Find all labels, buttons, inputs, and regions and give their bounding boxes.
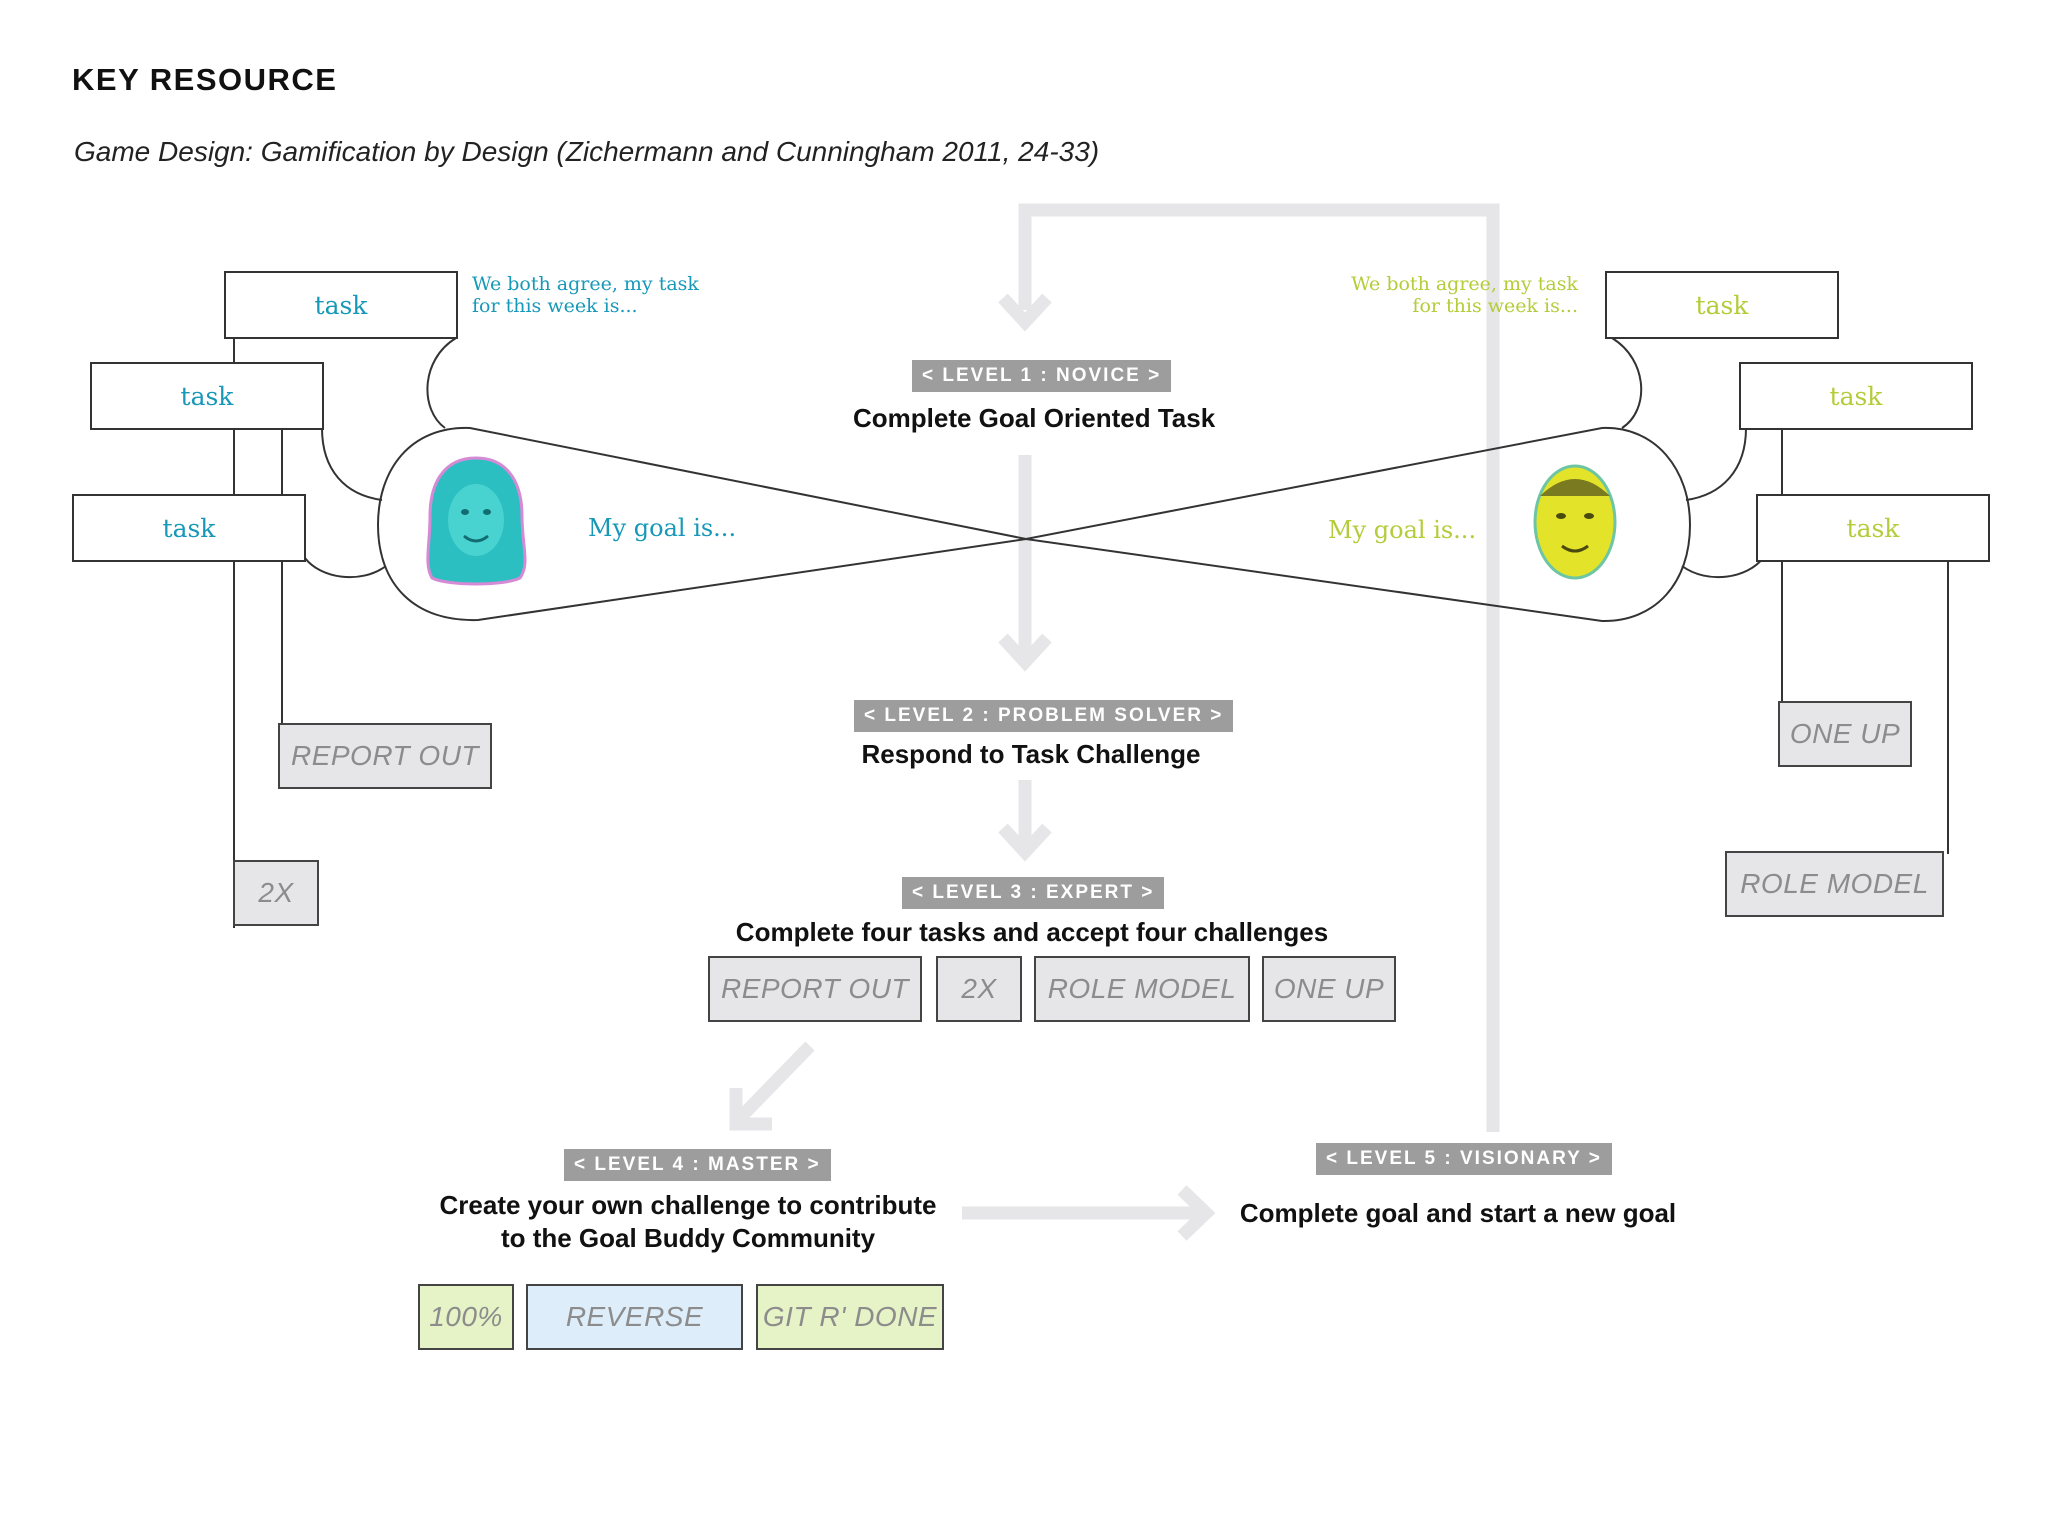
- level-5-description: Complete goal and start a new goal: [1239, 1198, 1677, 1228]
- goal-buddy-loop: [376, 426, 1692, 623]
- level-3-badge-one-up: ONE UP: [1262, 956, 1396, 1022]
- level-1-tag: < LEVEL 1 : NOVICE >: [912, 360, 1172, 392]
- level-4-badge-reverse: REVERSE: [526, 1284, 743, 1350]
- left-goal-label: My goal is...: [588, 514, 737, 542]
- right-agreement-note: We both agree, my task for this week is.…: [1300, 273, 1578, 317]
- left-agreement-line-2: for this week is...: [472, 295, 638, 317]
- right-agreement-line-1: We both agree, my task: [1351, 273, 1578, 295]
- level-3-badge-2x: 2X: [936, 956, 1022, 1022]
- level-5-tag: < LEVEL 5 : VISIONARY >: [1316, 1143, 1612, 1175]
- left-badge-report-out: REPORT OUT: [278, 723, 492, 789]
- left-task-box-1: task: [224, 271, 458, 339]
- level-3-badge-role-model: ROLE MODEL: [1034, 956, 1250, 1022]
- level-2-tag: < LEVEL 2 : PROBLEM SOLVER >: [854, 700, 1234, 732]
- page-subtitle: Game Design: Gamification by Design (Zic…: [74, 136, 1100, 167]
- loop-arrow-head: [998, 293, 1052, 332]
- right-goal-label: My goal is...: [1328, 516, 1477, 544]
- right-task-connectors: [1611, 337, 1949, 854]
- level-3-badge-report-out: REPORT OUT: [708, 956, 922, 1022]
- right-player-avatar-icon: [1533, 464, 1617, 580]
- left-task-box-2: task: [90, 362, 324, 430]
- level-4-badge-git-r-done: GIT R' DONE: [756, 1284, 944, 1350]
- left-badge-2x: 2X: [233, 860, 319, 926]
- right-agreement-line-2: for this week is...: [1412, 295, 1578, 317]
- level-4-tag: < LEVEL 4 : MASTER >: [564, 1149, 831, 1181]
- right-badge-role-model: ROLE MODEL: [1725, 851, 1944, 917]
- right-task-box-2: task: [1739, 362, 1973, 430]
- left-agreement-line-1: We both agree, my task: [472, 273, 699, 295]
- left-player-avatar-icon: [426, 456, 527, 586]
- level-1-description: Complete Goal Oriented Task: [853, 403, 1216, 433]
- level-4-description: Create your own challenge to contribute …: [428, 1189, 948, 1255]
- arrow-level4-to-level5-head: [1177, 1185, 1216, 1241]
- arrow-level1-to-level2-head: [998, 633, 1052, 672]
- level-4-badge-100-percent: 100%: [418, 1284, 514, 1350]
- left-agreement-note: We both agree, my task for this week is.…: [472, 273, 699, 317]
- level-4-description-line-1: Create your own challenge to contribute: [439, 1190, 937, 1220]
- flow-arrows: [729, 203, 1500, 1241]
- right-task-box-3: task: [1756, 494, 1990, 562]
- level-2-description: Respond to Task Challenge: [861, 739, 1201, 769]
- arrow-level2-to-level3-head: [998, 823, 1052, 862]
- arrow-level3-to-level4: [735, 1041, 815, 1123]
- right-badge-one-up: ONE UP: [1778, 701, 1912, 767]
- arrow-level3-to-level4-head: [729, 1088, 772, 1131]
- level-3-tag: < LEVEL 3 : EXPERT >: [902, 877, 1165, 909]
- left-task-connectors: [233, 336, 457, 928]
- right-task-box-1: task: [1605, 271, 1839, 339]
- level-4-description-line-2: to the Goal Buddy Community: [500, 1223, 876, 1253]
- left-task-box-3: task: [72, 494, 306, 562]
- level-3-description: Complete four tasks and accept four chal…: [735, 917, 1329, 947]
- page-heading: KEY RESOURCE: [72, 62, 338, 97]
- loop-arrow-line: [1018, 203, 1500, 1132]
